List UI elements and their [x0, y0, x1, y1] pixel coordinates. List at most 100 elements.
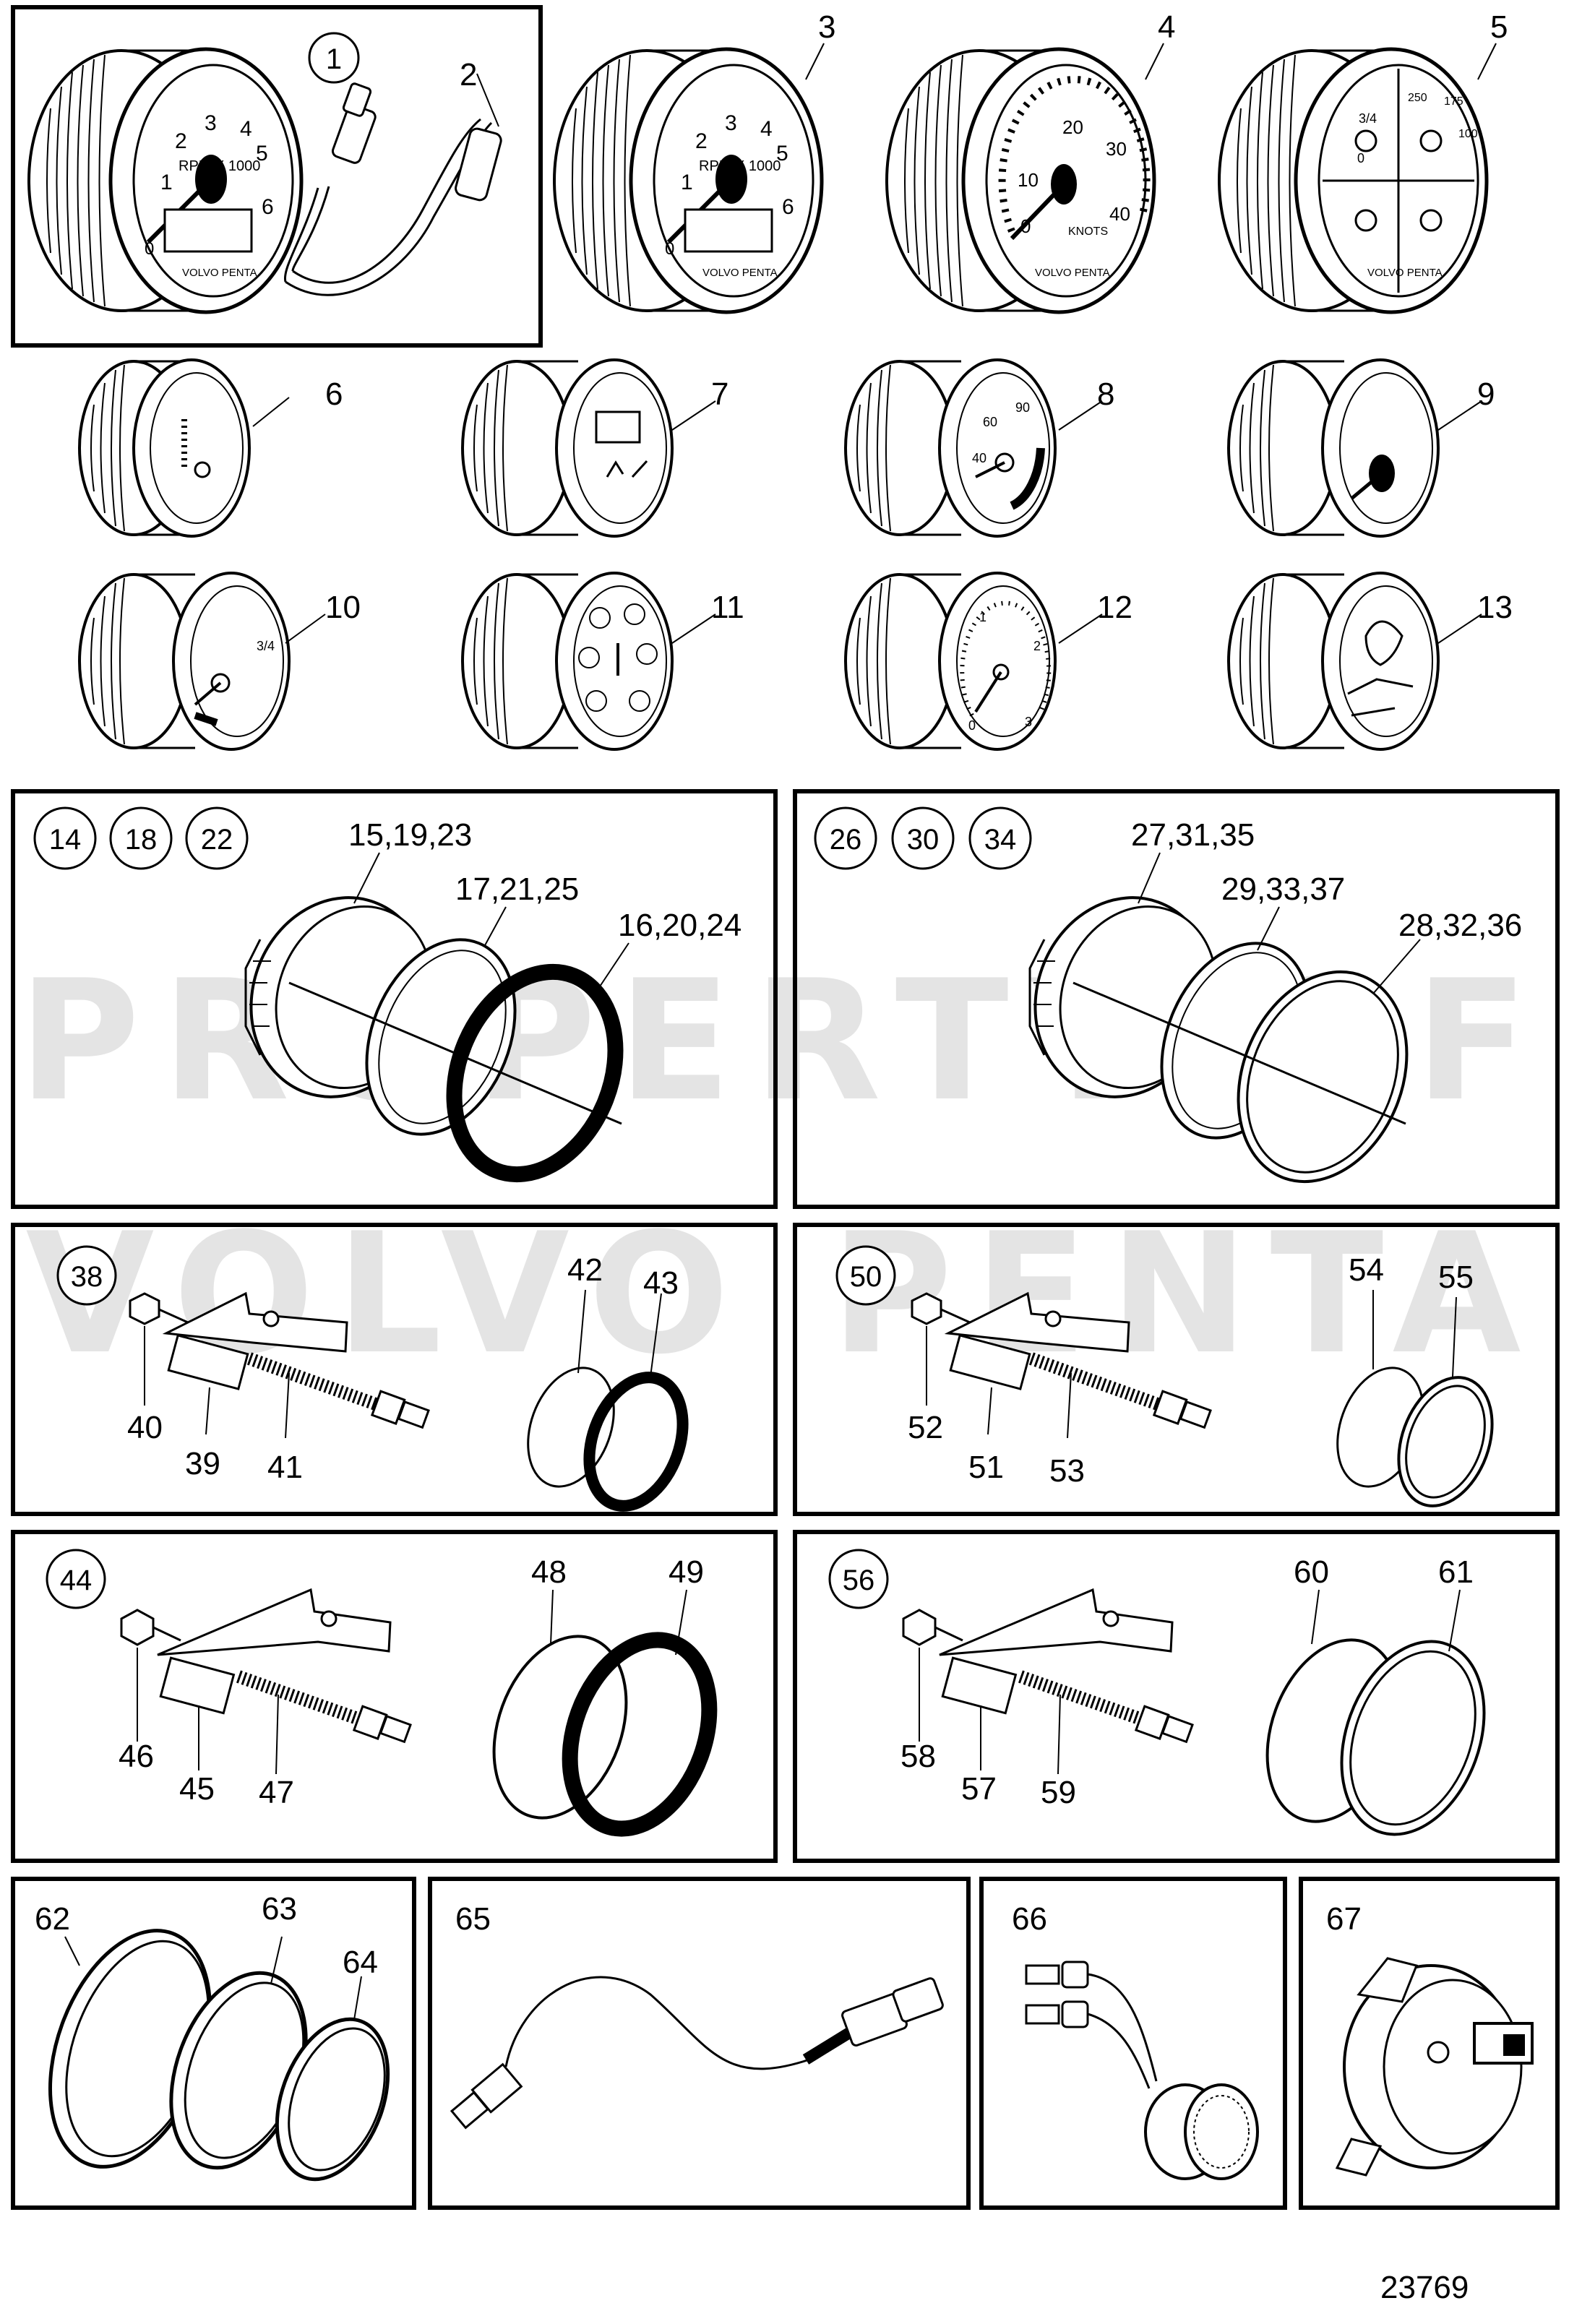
buzzer-66 — [1025, 1961, 1259, 2180]
frame-bracket-kit-56 — [793, 1530, 1560, 1863]
gauge-1-tick-5: 5 — [256, 142, 268, 165]
frame-tachometer-kit — [11, 5, 543, 348]
gauge-1-tachometer: RPM X 1000 1 2 3 4 5 6 0 VOLVO PENTA — [27, 47, 304, 314]
item-2-cable-harness — [283, 82, 502, 296]
kit-50-label-54: 54 — [1349, 1252, 1384, 1288]
kit-44-label-45: 45 — [179, 1771, 215, 1807]
gauge-3-tick-2: 2 — [695, 129, 708, 153]
kit-50-circled: 50 — [850, 1261, 882, 1293]
kit-56-label-61: 61 — [1438, 1554, 1474, 1590]
callout-3: 3 — [818, 9, 835, 45]
gauge-3-unit: RPM X 1000 — [699, 158, 781, 174]
gauge-3-tick-5: 5 — [776, 142, 788, 165]
kit-44-circled: 44 — [60, 1565, 93, 1596]
gauge-5-brand: VOLVO PENTA — [1367, 267, 1443, 279]
kit-56-circle — [828, 1549, 889, 1609]
kit-44-label-49: 49 — [669, 1554, 704, 1590]
frame-bracket-kit-44 — [11, 1530, 778, 1863]
kit-a-circled-14: 14 — [49, 824, 82, 856]
gauge-4-tick-20: 20 — [1062, 116, 1083, 138]
kit-44-circle — [46, 1549, 106, 1609]
callout-7: 7 — [711, 376, 728, 412]
kit-44-label-48: 48 — [531, 1554, 567, 1590]
callout-8: 8 — [1097, 376, 1114, 412]
gauge-5-fuel-tick-0: 0 — [1357, 151, 1364, 165]
kit-a-label-15-19-23: 15,19,23 — [348, 817, 472, 853]
kit-a-label-16-20-24: 16,20,24 — [618, 908, 741, 943]
gauge-12-tick-3: 3 — [1025, 715, 1032, 729]
gauge-4-tick-10: 10 — [1018, 169, 1039, 191]
kit-b-circled-numbers: 26 30 34 — [814, 806, 1032, 870]
gauge-5-temp-tick-250: 250 — [1408, 92, 1427, 104]
frame-bezel-kit-b — [793, 789, 1560, 1209]
callout-9: 9 — [1477, 376, 1495, 412]
gauge-5-temp-tick-100: 100 — [1458, 128, 1478, 140]
kit-38-label-42: 42 — [567, 1252, 603, 1288]
gauge-1-tick-2: 2 — [175, 129, 187, 153]
gauge-1-brand: VOLVO PENTA — [182, 267, 257, 279]
kit-b-bezel-assembly — [1028, 896, 1409, 1184]
kit-56-label-60: 60 — [1294, 1554, 1329, 1590]
gauge-7-small-display — [461, 358, 674, 538]
gauge-3-tick-6: 6 — [782, 195, 794, 219]
kit-a-circled-18: 18 — [125, 824, 158, 856]
gauge-5-multi-gauge: 3/4 250 175 100 0 VOLVO PENTA — [1218, 47, 1489, 314]
kit-b-label-29-33-37: 29,33,37 — [1221, 872, 1345, 907]
kit-38-label-40: 40 — [127, 1410, 163, 1445]
frame-bracket-kit-50 — [793, 1223, 1560, 1516]
kit-a-circled-numbers: 14 18 22 — [33, 806, 249, 870]
gauge-10-tick: 3/4 — [257, 639, 275, 653]
kit-38-label-39: 39 — [185, 1446, 220, 1481]
callout-5: 5 — [1490, 9, 1508, 45]
frame-sender-67 — [1299, 1877, 1560, 2210]
callout-4: 4 — [1158, 9, 1175, 45]
gauge-1-tick-6: 6 — [262, 195, 274, 219]
kit-b-circled-26: 26 — [830, 824, 862, 856]
kit-38-label-43: 43 — [643, 1265, 679, 1301]
gauge-12-tick-1: 1 — [979, 610, 986, 624]
label-62: 62 — [35, 1901, 70, 1937]
gauge-11-small-warning-panel — [461, 572, 674, 751]
frame-bezel-kit-a — [11, 789, 778, 1209]
kit-56-circled: 56 — [843, 1565, 875, 1596]
gauge-3-tick-1: 1 — [681, 171, 693, 194]
seals-62-64 — [48, 1929, 390, 2182]
gauge-12-tick-0: 0 — [968, 718, 976, 733]
callout-13: 13 — [1477, 590, 1513, 625]
gauge-9-small-voltmeter — [1227, 358, 1440, 538]
label-65: 65 — [455, 1901, 491, 1937]
callout-11: 11 — [711, 590, 744, 625]
kit-50-circle — [835, 1245, 896, 1306]
gauge-8-tick-90: 90 — [1015, 400, 1030, 415]
gauge-6-small — [78, 358, 251, 538]
kit-38-circled: 38 — [71, 1261, 103, 1293]
label-64: 64 — [343, 1945, 378, 1980]
kit-50-label-52: 52 — [908, 1410, 943, 1445]
frame-bracket-kit-38 — [11, 1223, 778, 1516]
gauge-12-small-pressure: 0 1 2 3 — [844, 572, 1057, 751]
gauge-3-tick-3: 3 — [725, 111, 737, 135]
gauge-3-brand: VOLVO PENTA — [702, 267, 778, 279]
gauge-1-tick-4: 4 — [240, 117, 252, 141]
kit-b-label-27-31-35: 27,31,35 — [1131, 817, 1255, 853]
kit-a-bezel-assembly — [244, 896, 624, 1183]
sender-67 — [1335, 1957, 1534, 2177]
cable-65 — [450, 1976, 944, 2130]
kit-44-label-47: 47 — [259, 1775, 294, 1810]
gauge-4-brand: VOLVO PENTA — [1035, 267, 1110, 279]
label-67: 67 — [1326, 1901, 1362, 1937]
watermark-line-2: VOLVO PENTA — [25, 1198, 1542, 1391]
callout-circle-1 — [308, 32, 360, 84]
gauge-5-temp-tick-175: 175 — [1444, 95, 1463, 108]
gauge-4-tick-0: 0 — [1020, 215, 1031, 237]
gauge-1-tick-1: 1 — [160, 171, 173, 194]
gauge-3-tick-4: 4 — [760, 117, 773, 141]
gauge-1-tick-0: 0 — [145, 239, 154, 259]
kit-a-circled-22: 22 — [201, 824, 233, 856]
kit-50-bracket-hardware — [911, 1291, 1494, 1507]
drawing-number: 23769 — [1380, 2270, 1469, 2305]
gauge-1-unit: RPM X 1000 — [179, 158, 260, 174]
kit-44-label-46: 46 — [119, 1739, 154, 1774]
kit-38-bracket-hardware — [129, 1291, 689, 1512]
kit-38-label-41: 41 — [267, 1450, 303, 1485]
